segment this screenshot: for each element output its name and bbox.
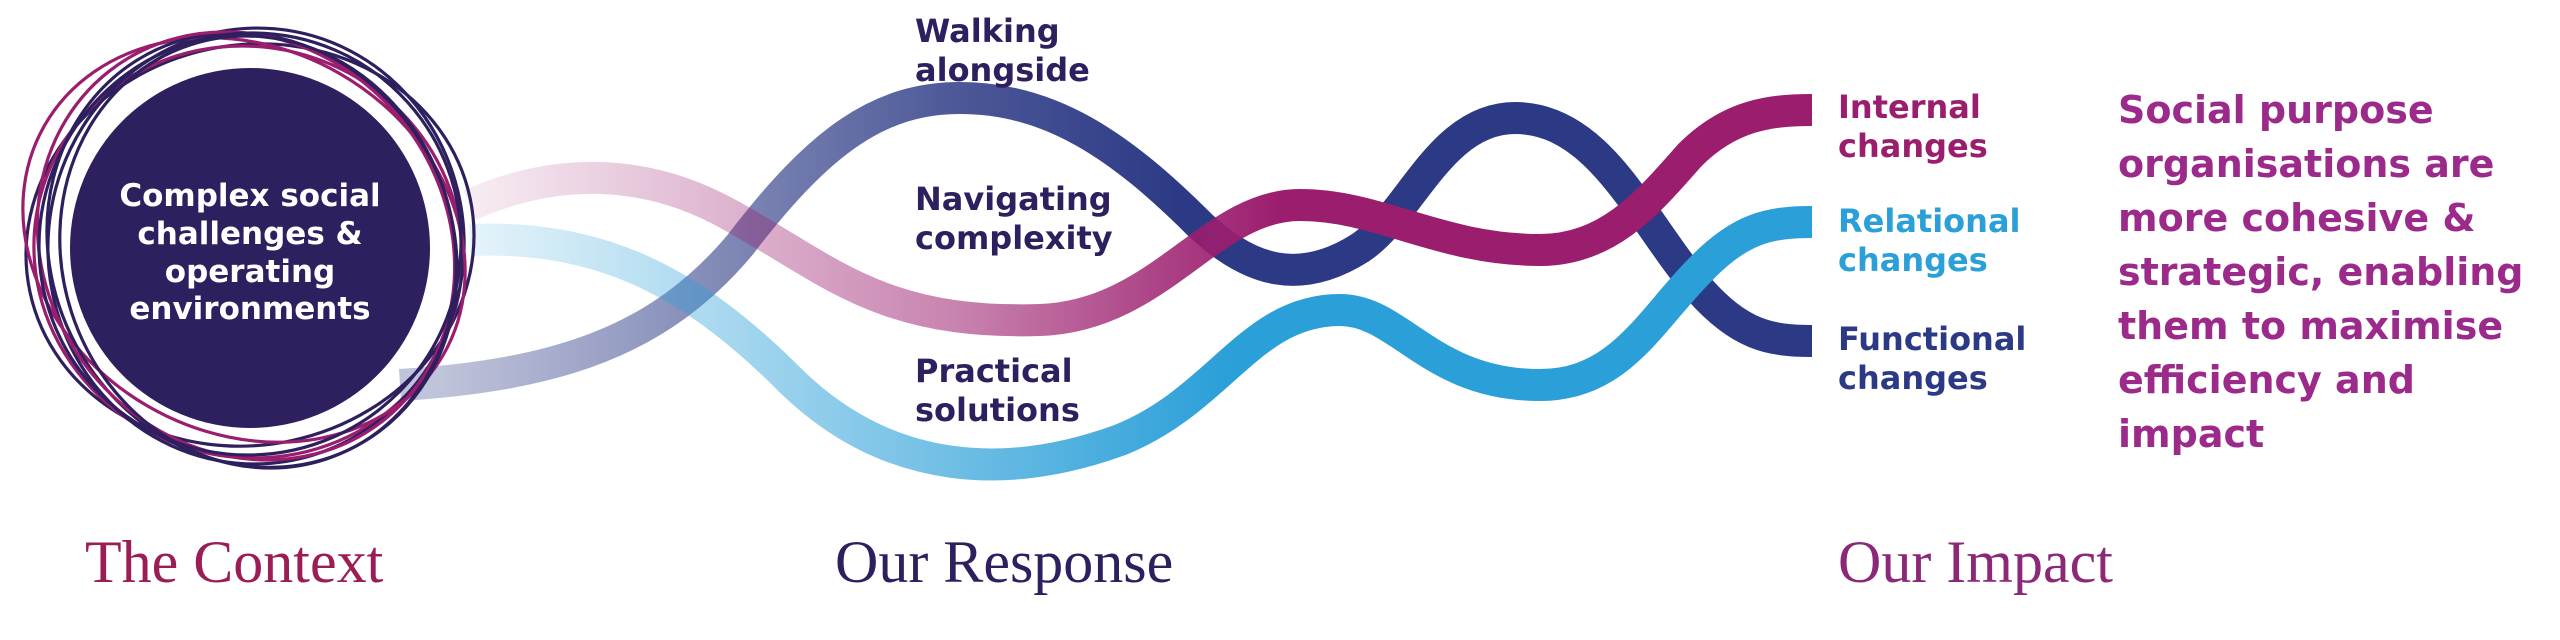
label-relational-changes: Relational changes [1838,202,2021,280]
section-title-impact: Our Impact [1838,529,2113,595]
impact-statement: Social purpose organisations are more co… [2118,88,2524,456]
context-rings [21,26,476,470]
label-navigating-complexity: Navigating complexity [915,180,1113,258]
strand-magenta-internal [463,94,1813,337]
label-walking-alongside: Walking alongside [915,12,1090,90]
section-title-response: Our Response [835,529,1174,595]
label-practical-solutions: Practical solutions [915,352,1080,430]
strand-cyan-relational [469,206,1813,481]
section-title-context: The Context [85,529,384,595]
context-circle [70,68,430,428]
context-circle-text: Complex social challenges & operating en… [119,178,381,328]
label-internal-changes: Internal changes [1838,88,1988,166]
label-functional-changes: Functional changes [1838,320,2027,398]
